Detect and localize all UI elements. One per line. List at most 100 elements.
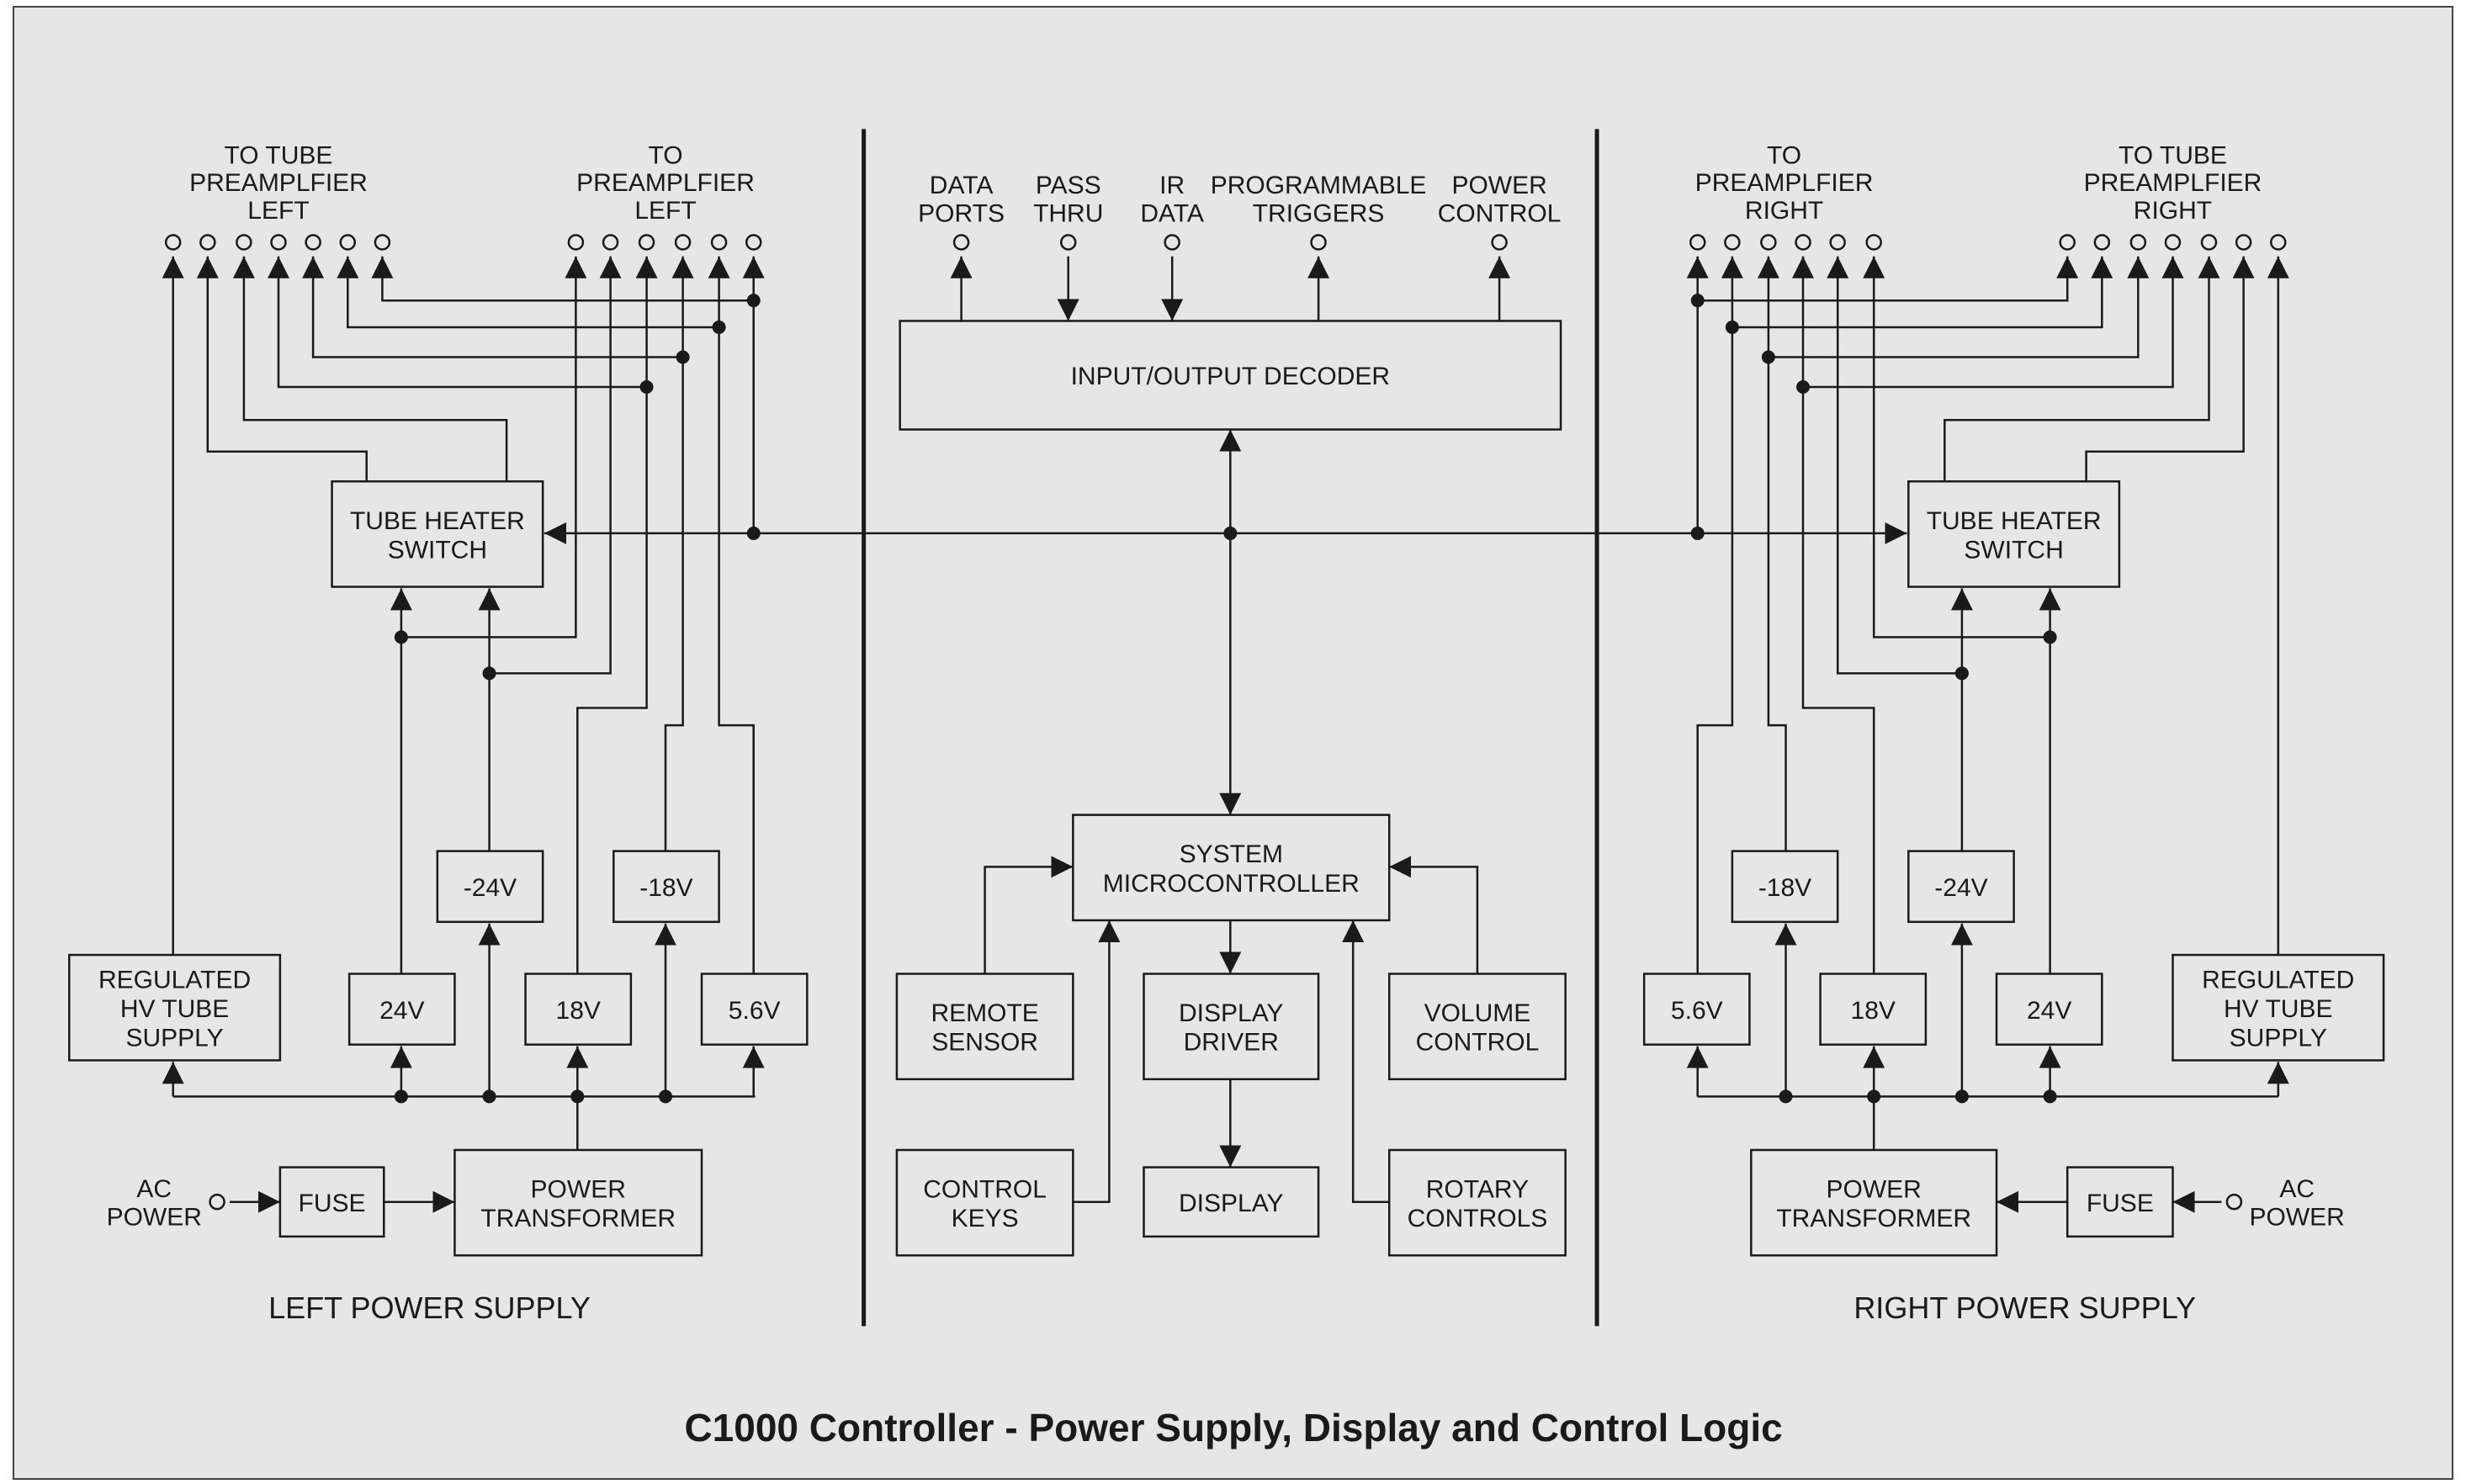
junction-dot (712, 320, 726, 334)
diagram-title-line-1: C1000 Controller - Power Supply, Display… (684, 1406, 1782, 1450)
left-to-tube-preamp-label-line-1: TO TUBE (225, 141, 333, 169)
left-18v-regulator-box (524, 973, 633, 1046)
right-tube-preamp-terminal (2093, 234, 2111, 251)
junction-dot (1690, 526, 1705, 540)
io-decoder-box (899, 320, 1562, 431)
left-power-supply-title-line-1: LEFT POWER SUPPLY (268, 1291, 591, 1325)
left-ac-power-terminal (209, 1193, 225, 1211)
right-power-transformer-box (1750, 1148, 1998, 1257)
right-24v-regulator-line-1: 24V (2027, 997, 2071, 1025)
right-neg24v-regulator-box (1907, 850, 2015, 924)
display-line-1: DISPLAY (1179, 1190, 1284, 1217)
left-preamp-terminal (638, 234, 655, 251)
left-regulated-hv-supply-box (68, 953, 282, 1062)
left-preamp-terminal (567, 234, 585, 251)
io-decoder-line-1: INPUT/OUTPUT DECODER (1071, 363, 1390, 390)
right-to-tube-preamp-label-line-1: TO TUBE (2119, 141, 2227, 169)
left-to-preamp-label-line-2: PREAMPLFIER (576, 169, 755, 197)
port-label-4-line-1: PROGRAMMABLE (1211, 172, 1427, 199)
remote-sensor-wire (984, 856, 1074, 974)
right-preamp-terminal (1689, 234, 1706, 251)
left-neg18v-to-tube (302, 256, 683, 358)
junction-dot (746, 294, 761, 308)
port-label-3-line-1: IR (1159, 172, 1185, 199)
left-preamp-terminal (710, 234, 728, 251)
right-preamp-terminal (1829, 234, 1846, 251)
port-label-2-line-1: PASS (1036, 172, 1101, 199)
left-5v6-regulator-line-1: 5.6V (729, 997, 781, 1025)
right-24v-regulator-box (1995, 973, 2103, 1046)
left-preamp-terminal (602, 234, 619, 251)
left-tube-preamp-terminal (164, 234, 182, 251)
right-fuse-box (2066, 1166, 2174, 1238)
right-ac-power-terminal (2225, 1193, 2243, 1211)
left-ac-power-label-line-1: AC (136, 1175, 172, 1203)
left-power-transformer-box (453, 1148, 703, 1257)
rotary-controls-line-1: ROTARY (1426, 1176, 1529, 1204)
right-tube-heater-switch-box (1907, 480, 2121, 588)
left-tube-preamp-terminal (305, 234, 321, 251)
display-driver-line-1: DISPLAY (1179, 999, 1284, 1027)
junction-dot (2043, 630, 2057, 644)
left-fuse-line-1: FUSE (299, 1190, 366, 1217)
left-tube-preamp-terminal (236, 234, 252, 251)
labels: TO TUBEPREAMPLFIERLEFTTOPREAMPLFIERLEFTT… (98, 141, 2354, 1449)
right-5v6-regulator-box (1642, 973, 1751, 1046)
right-neg18v-regulator-line-1: -18V (1758, 874, 1811, 902)
right-18v-regulator-line-1: 18V (1851, 997, 1896, 1025)
rotary-controls-wire (1342, 920, 1390, 1203)
left-regulated-hv-supply-line-3: SUPPLY (125, 1025, 223, 1052)
display-box (1143, 1166, 1320, 1238)
right-neg24v-regulator-line-1: -24V (1934, 874, 1987, 902)
left-tube-preamp-terminal (199, 234, 216, 251)
left-tube-heater-switch-box (331, 480, 544, 588)
junction-dot (394, 630, 408, 644)
right-to-tube-preamp-label-line-3: RIGHT (2134, 197, 2212, 225)
right-switch-to-tube-1 (2085, 256, 2255, 482)
junction-dot (746, 526, 761, 540)
right-power-transformer-line-1: POWER (1826, 1176, 1921, 1204)
left-24v-to-preamp (400, 256, 587, 639)
junction-dots (394, 294, 2057, 1104)
left-5v6-regulator-box (700, 973, 809, 1046)
left-bus-junction (394, 1089, 408, 1104)
left-neg24v-regulator-line-1: -24V (464, 874, 517, 902)
right-preamp-terminal (1865, 234, 1882, 251)
right-18v-regulator-box (1819, 973, 1928, 1046)
right-preamp-terminal (1724, 234, 1741, 251)
port-terminal-3 (1164, 234, 1180, 251)
junction-dot (639, 380, 654, 395)
left-24v-regulator-box (347, 973, 456, 1046)
remote-sensor-line-2: SENSOR (931, 1029, 1038, 1057)
right-regulated-hv-supply-line-2: HV TUBE (2224, 995, 2332, 1023)
right-regulated-hv-supply-line-1: REGULATED (2202, 966, 2354, 994)
left-bus-junction (659, 1089, 673, 1104)
right-5v6-regulator-line-1: 5.6V (1671, 997, 1723, 1025)
right-power-supply-title-line-1: RIGHT POWER SUPPLY (1853, 1291, 2196, 1325)
volume-control-wire (1389, 856, 1479, 974)
left-tube-preamp-terminal (339, 234, 357, 251)
volume-control-line-1: VOLUME (1424, 999, 1531, 1027)
left-switch-to-tube-1 (196, 256, 368, 482)
right-ac-power-label-line-1: AC (2279, 1175, 2315, 1203)
right-to-preamp-label-line-2: PREAMPLFIER (1695, 169, 1874, 197)
right-regulated-hv-supply-line-3: SUPPLY (2230, 1025, 2327, 1052)
port-terminal-2 (1059, 234, 1077, 251)
control-keys-wire (1073, 920, 1121, 1203)
left-to-tube-preamp-label-line-2: PREAMPLFIER (189, 169, 368, 197)
boxes (68, 320, 2385, 1257)
port-terminal-4 (1310, 234, 1327, 251)
system-microcontroller-line-2: MICROCONTROLLER (1103, 870, 1360, 898)
rotary-controls-box (1387, 1148, 1567, 1257)
right-ac-power-label-line-2: POWER (2250, 1204, 2345, 1232)
right-5v6-to-tube-a (1732, 256, 2113, 329)
rotary-controls-line-2: CONTROLS (1408, 1205, 1548, 1232)
volume-control-box (1387, 973, 1567, 1081)
left-to-preamp-label-line-3: LEFT (634, 197, 696, 225)
right-fuse-line-1: FUSE (2087, 1190, 2154, 1217)
left-18v-regulator-line-1: 18V (556, 997, 601, 1025)
system-microcontroller-box (1072, 814, 1391, 922)
right-tube-preamp-terminal (2059, 234, 2076, 251)
port-label-5-line-2: CONTROL (1438, 200, 1562, 228)
